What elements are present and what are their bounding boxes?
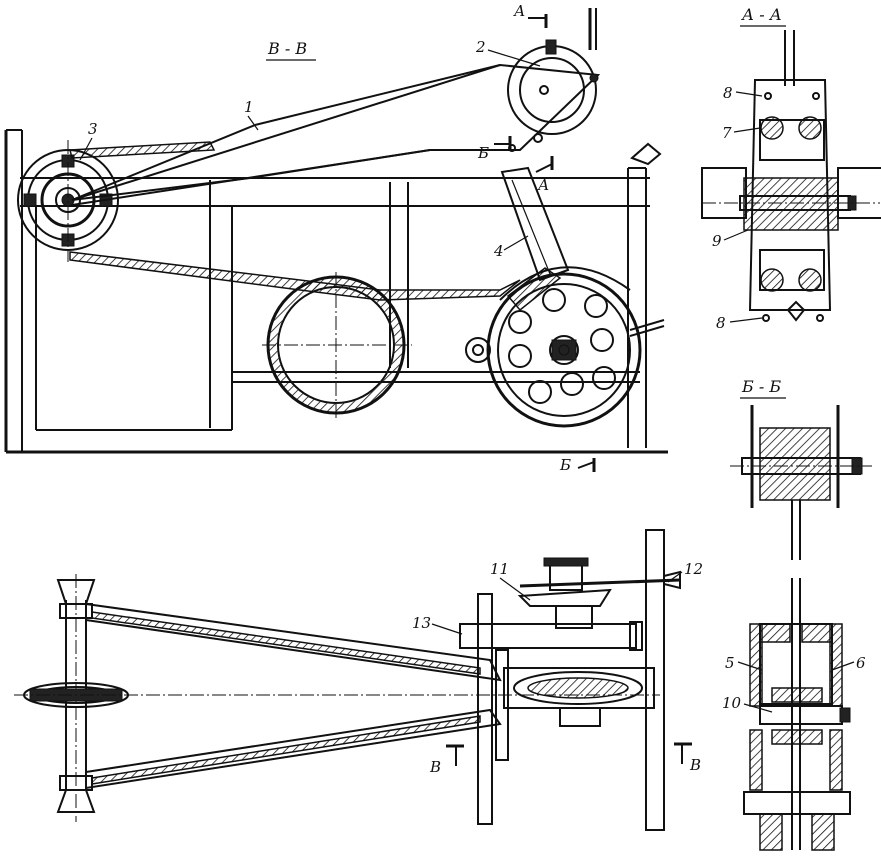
part-label-6: 6	[856, 654, 866, 672]
part-label-1: 1	[244, 98, 254, 116]
plan-view	[14, 529, 692, 831]
section-title-b-b: Б - Б	[741, 377, 781, 396]
lever-4	[500, 166, 570, 282]
part-label-8-top: 8	[723, 84, 733, 102]
mark-v-right: В	[689, 756, 701, 774]
plan-mechanism	[459, 529, 681, 831]
section-title-v-v: В - В	[267, 39, 307, 58]
part-label-13: 13	[412, 614, 431, 632]
hollow-roller	[262, 272, 412, 418]
part-label-8-bottom: 8	[716, 314, 726, 332]
mark-b-lower: Б	[559, 456, 571, 474]
part-label-3: 3	[88, 120, 98, 138]
part-label-11: 11	[490, 560, 509, 578]
mark-a-lower: А	[537, 176, 549, 194]
mark-v-left: В	[429, 758, 441, 776]
section-bottom-right	[743, 578, 851, 851]
arm-1	[71, 63, 601, 206]
section-a-a	[701, 30, 881, 322]
part-label-12: 12	[684, 560, 703, 578]
mark-b-upper: Б	[477, 144, 489, 162]
upper-belt	[69, 141, 216, 159]
perforated-roller	[465, 266, 665, 428]
mark-a-top: А	[513, 2, 525, 20]
part-label-5: 5	[725, 654, 735, 672]
plan-arms	[85, 602, 502, 790]
section-title-a-a: А - А	[741, 5, 782, 24]
part-label-10: 10	[722, 694, 742, 712]
machine-frame	[4, 129, 668, 454]
labels: В - В А - А Б - Б А А Б Б В В 1 2 3 4 5 …	[79, 2, 866, 776]
part-label-9: 9	[712, 232, 722, 250]
part-label-7: 7	[722, 124, 732, 142]
main-view	[4, 8, 668, 472]
pulley-3	[17, 140, 119, 262]
part-label-4: 4	[493, 242, 504, 260]
section-marks-main	[494, 14, 596, 472]
plan-section-marks	[446, 742, 692, 766]
section-b-b	[730, 405, 872, 560]
part-label-2: 2	[475, 38, 486, 56]
pulley-2	[507, 8, 599, 135]
